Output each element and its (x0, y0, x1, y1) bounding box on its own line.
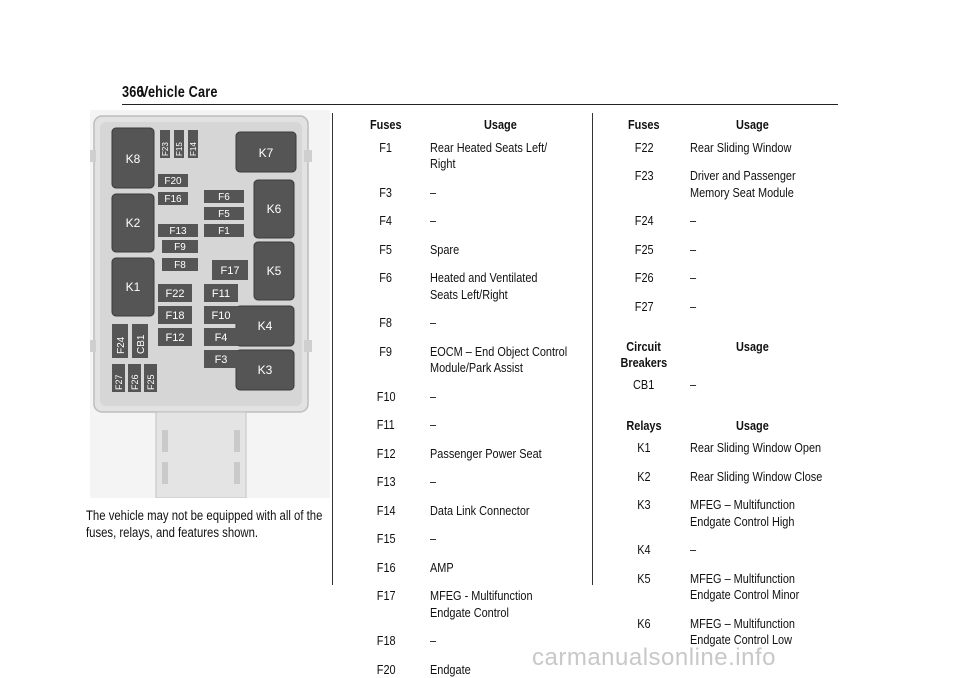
relay-k7: K7 (235, 131, 297, 173)
fuse-f22: F22 (158, 284, 192, 302)
svg-text:F8: F8 (174, 260, 186, 271)
relay-k1: K1 (111, 257, 155, 317)
column-header-usage: Usage (484, 117, 517, 132)
svg-text:F6: F6 (218, 192, 230, 203)
page-header: 366 Vehicle Care (122, 84, 838, 105)
svg-text:F20: F20 (164, 176, 182, 187)
relay-k5: K5 (253, 241, 295, 301)
svg-text:F23: F23 (161, 142, 170, 156)
relay-label: K1 (126, 280, 141, 294)
column-header-usage: Usage (736, 117, 769, 132)
svg-text:F10: F10 (212, 310, 231, 322)
svg-text:F5: F5 (218, 209, 230, 220)
fuse-block-diagram: K8 K7 K2 K6 K1 K5 K4 K3 F23 F15 F14 F20 … (90, 110, 330, 498)
fuse-f26: F26 (128, 364, 141, 392)
svg-text:F1: F1 (218, 226, 230, 237)
svg-text:F16: F16 (164, 194, 182, 205)
relay-k6: K6 (253, 179, 295, 239)
fuse-f9: F9 (162, 240, 198, 253)
svg-text:F13: F13 (169, 226, 187, 237)
svg-text:F26: F26 (130, 374, 140, 390)
fuse-f15: F15 (174, 130, 184, 158)
svg-text:F18: F18 (166, 310, 185, 322)
relay-k4: K4 (235, 305, 295, 347)
svg-text:F3: F3 (215, 354, 228, 366)
svg-text:F9: F9 (174, 242, 186, 253)
relay-label: K6 (267, 202, 282, 216)
fuse-f14: F14 (188, 130, 198, 158)
svg-text:F12: F12 (166, 332, 185, 344)
relay-k3: K3 (235, 349, 295, 391)
relay-label: K7 (259, 146, 274, 160)
relay-k2: K2 (111, 193, 155, 253)
column-header-fuses: Fuses (628, 117, 660, 132)
fuse-f18: F18 (158, 306, 192, 324)
fuse-f12: F12 (158, 328, 192, 346)
svg-text:F27: F27 (114, 374, 124, 390)
fuse-f3: F3 (204, 350, 238, 368)
svg-text:F17: F17 (221, 265, 240, 277)
svg-text:F11: F11 (212, 288, 230, 300)
fuse-f1: F1 (204, 224, 244, 237)
relay-k8: K8 (111, 127, 155, 189)
fuse-f8: F8 (162, 258, 198, 271)
column-header-fuses: Fuses (370, 117, 402, 132)
fuse-f24: F24 (112, 324, 128, 358)
fuse-f11: F11 (204, 284, 238, 302)
fuse-f27: F27 (112, 364, 125, 392)
fuse-f4: F4 (204, 328, 238, 346)
column-divider (592, 113, 593, 585)
column-header-circuit: Circuit (626, 339, 662, 354)
svg-text:F25: F25 (146, 374, 156, 390)
column-header-usage: Usage (736, 339, 769, 354)
fuse-f17: F17 (212, 260, 248, 280)
svg-text:F22: F22 (166, 288, 185, 300)
fuse-f6: F6 (204, 190, 244, 203)
fuse-f25: F25 (144, 364, 157, 392)
fuse-f5: F5 (204, 207, 244, 220)
fuse-f13: F13 (158, 224, 198, 237)
column-header-relays: Relays (626, 417, 662, 433)
column-header-breakers: Breakers (620, 355, 668, 370)
svg-text:F24: F24 (116, 336, 127, 354)
svg-text:F15: F15 (175, 142, 184, 156)
column-divider (332, 113, 333, 585)
fuse-f20: F20 (158, 174, 188, 187)
svg-text:F4: F4 (215, 332, 228, 344)
fuse-f16: F16 (158, 192, 188, 205)
page-number: 366 (122, 84, 144, 101)
relay-label: K2 (126, 216, 141, 230)
column-header-usage: Usage (736, 417, 769, 433)
section-title: Vehicle Care (140, 84, 218, 101)
relay-label: K5 (267, 264, 282, 278)
svg-text:CB1: CB1 (136, 334, 147, 354)
fuse-f23: F23 (160, 130, 170, 158)
fuse-f10: F10 (204, 306, 238, 324)
relay-label: K3 (258, 363, 273, 377)
relay-label: K4 (258, 319, 273, 333)
fuse-cb1: CB1 (132, 324, 148, 358)
figure-caption: The vehicle may not be equipped with all… (86, 508, 323, 540)
svg-text:F14: F14 (189, 142, 198, 156)
relay-label: K8 (126, 152, 141, 166)
watermark: carmanualsonline.info (532, 644, 776, 671)
